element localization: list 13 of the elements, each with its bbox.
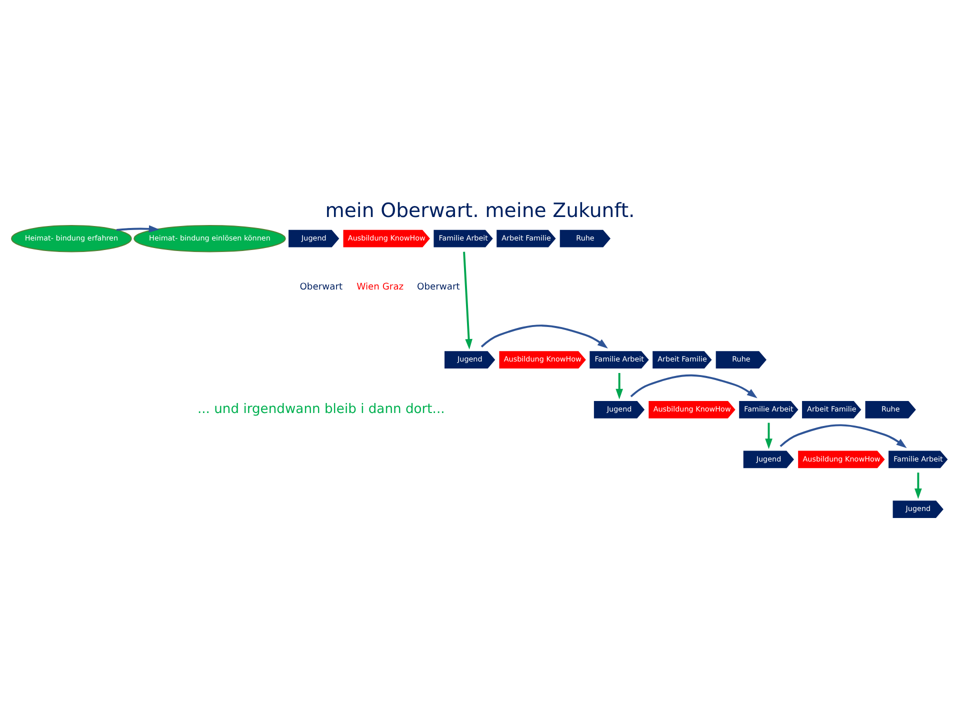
arrow [480, 324, 608, 348]
arrow [780, 424, 907, 448]
arrow [914, 472, 922, 498]
label: Wien Graz [356, 281, 404, 292]
arrow [630, 374, 758, 398]
arrow [765, 422, 772, 449]
label: Oberwart [300, 281, 343, 292]
diagram-title: mein Oberwart. meine Zukunft. [325, 198, 635, 222]
arrow [116, 224, 160, 232]
label: ... und irgendwann bleib i dann dort... [197, 401, 445, 416]
arrow [616, 372, 624, 399]
label: Oberwart [417, 281, 460, 292]
arrow [463, 251, 472, 350]
